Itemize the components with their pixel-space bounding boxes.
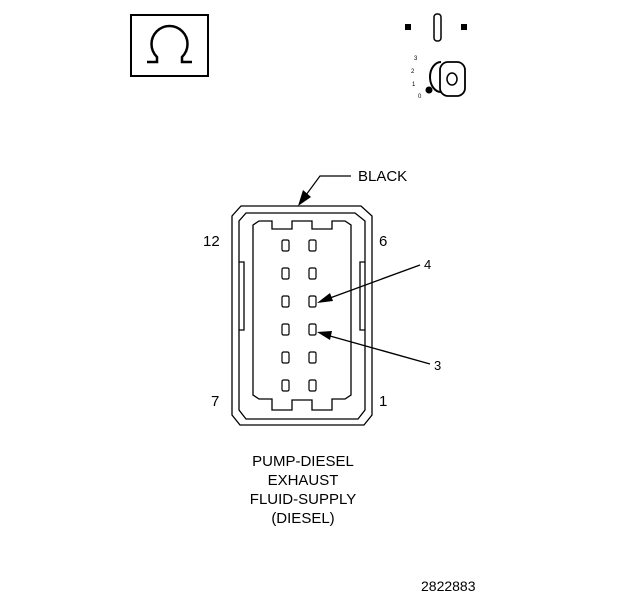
callout-arrow-pin-3 bbox=[317, 331, 431, 365]
callout-label: 3 bbox=[434, 358, 442, 373]
black-label-arrow bbox=[298, 175, 351, 206]
terminal-cavity bbox=[281, 351, 290, 364]
terminal-cavity bbox=[308, 379, 317, 392]
ignition-position-label: 2 bbox=[411, 69, 415, 75]
terminal-cavity bbox=[281, 379, 290, 392]
ignition-position-label: 3 bbox=[414, 56, 418, 62]
ohm-symbol-icon bbox=[130, 14, 209, 77]
pin-number-label: 1 bbox=[379, 393, 388, 410]
ignition-position-label: 0 bbox=[418, 94, 422, 100]
connector-color-label: BLACK bbox=[358, 168, 408, 185]
ignition-key-icon bbox=[405, 13, 467, 97]
terminal-cavity bbox=[308, 323, 317, 336]
caption-line: EXHAUST bbox=[267, 472, 339, 489]
terminal-cavity bbox=[308, 295, 317, 308]
terminal-cavity bbox=[281, 323, 290, 336]
terminal-cavities bbox=[281, 239, 317, 392]
ignition-position-label: 1 bbox=[412, 82, 416, 88]
terminal-cavity bbox=[308, 267, 317, 280]
terminal-cavity bbox=[308, 351, 317, 364]
callout-arrow-pin-4 bbox=[317, 264, 421, 303]
connector-caption: PUMP-DIESEL EXHAUST FLUID-SUPPLY (DIESEL… bbox=[203, 452, 403, 528]
figure-id: 2822883 bbox=[421, 578, 476, 594]
caption-line: (DIESEL) bbox=[271, 510, 335, 527]
pin-number-label: 6 bbox=[379, 233, 388, 250]
caption-line: FLUID-SUPPLY bbox=[249, 491, 357, 508]
terminal-cavity bbox=[281, 267, 290, 280]
connector-housing bbox=[231, 205, 373, 426]
pin-number-label: 7 bbox=[211, 393, 220, 410]
terminal-cavity bbox=[308, 239, 317, 252]
caption-line: PUMP-DIESEL bbox=[252, 453, 354, 470]
terminal-cavity bbox=[281, 239, 290, 252]
terminal-cavity bbox=[281, 295, 290, 308]
callout-label: 4 bbox=[424, 257, 432, 272]
pin-number-label: 12 bbox=[203, 233, 220, 250]
